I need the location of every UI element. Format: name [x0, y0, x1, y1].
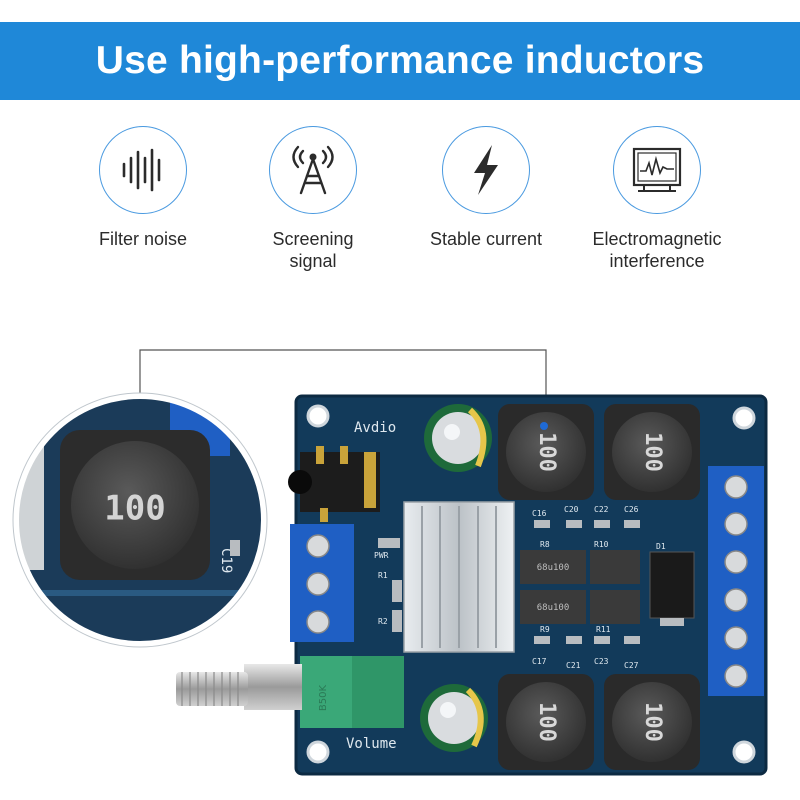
inductor-marking: 100	[640, 432, 665, 472]
volume-potentiometer: B50K	[176, 656, 404, 728]
banner-title: Use high-performance inductors	[95, 39, 705, 82]
ref-c23: C23	[594, 657, 609, 666]
ref-c22: C22	[594, 505, 609, 514]
silkscreen-audio: Avdio	[354, 420, 396, 436]
ref-c21: C21	[566, 661, 581, 670]
inductor-top-right: 100	[604, 404, 700, 500]
heatsink	[403, 501, 515, 653]
product-photo: Avdio Volume	[12, 349, 768, 776]
capacitor-top	[424, 404, 492, 472]
feature-stable-current: Stable current	[401, 126, 571, 250]
terminal-block-input	[290, 524, 354, 642]
inductor-bottom-right: 100	[604, 674, 700, 770]
inductor-marking: 100	[640, 702, 665, 742]
feature-icon-circle	[99, 126, 187, 214]
ref-r9: R9	[540, 625, 550, 634]
ref-c20: C20	[564, 505, 579, 514]
feature-icon-circle	[269, 126, 357, 214]
capacitor-bottom	[420, 684, 488, 752]
inductor-top-left: 100	[498, 404, 594, 500]
silkscreen-volume: Volume	[346, 736, 397, 752]
ref-pwr: PWR	[374, 551, 389, 560]
ref-r8: R8	[540, 540, 550, 549]
mounting-hole	[306, 404, 756, 764]
potentiometer-marking: B50K	[318, 684, 329, 711]
feature-screening-signal: Screening signal	[228, 126, 398, 272]
feature-icon-circle	[442, 126, 530, 214]
feature-label: Filter noise	[98, 229, 188, 249]
diode	[649, 551, 695, 619]
chip-marking: 68u100	[537, 603, 570, 613]
callout-line	[139, 349, 547, 412]
feature-filter-noise: Filter noise	[58, 126, 228, 250]
ref-c16: C16	[532, 509, 547, 518]
smd-chip: 68u100 68u100	[520, 550, 640, 624]
ref-r1: R1	[378, 571, 388, 580]
ref-r2: R2	[378, 617, 388, 626]
audio-jack	[288, 446, 380, 522]
pcb-board: Avdio Volume	[176, 394, 768, 776]
inductor-marking: 100	[534, 432, 559, 472]
inductor-bottom-left: 100	[498, 674, 594, 770]
feature-label: Screening signal	[272, 229, 354, 271]
oscilloscope-icon	[632, 147, 682, 192]
title-banner: Use high-performance inductors	[0, 22, 800, 100]
feature-label: Stable current	[429, 229, 543, 249]
ref-c27: C27	[624, 661, 639, 670]
chip-marking: 68u100	[537, 563, 570, 573]
feature-label: Electromagnetic interference	[592, 229, 722, 271]
zoom-magnifier: 100 C19	[12, 392, 268, 648]
zoom-inductor-marking: 100	[104, 489, 165, 529]
feature-electromagnetic-interference: Electromagnetic interference	[572, 126, 742, 272]
ref-c17: C17	[532, 657, 547, 666]
feature-icon-circle	[613, 126, 701, 214]
signal-tower-icon	[292, 145, 334, 195]
inductor-marking: 100	[534, 702, 559, 742]
ref-r10: R10	[594, 540, 609, 549]
lightning-bolt-icon	[474, 145, 498, 195]
ref-c26: C26	[624, 505, 639, 514]
sound-wave-icon	[122, 148, 161, 192]
terminal-block-output	[708, 466, 764, 696]
ref-d1: D1	[656, 542, 666, 551]
ref-r11: R11	[596, 625, 611, 634]
